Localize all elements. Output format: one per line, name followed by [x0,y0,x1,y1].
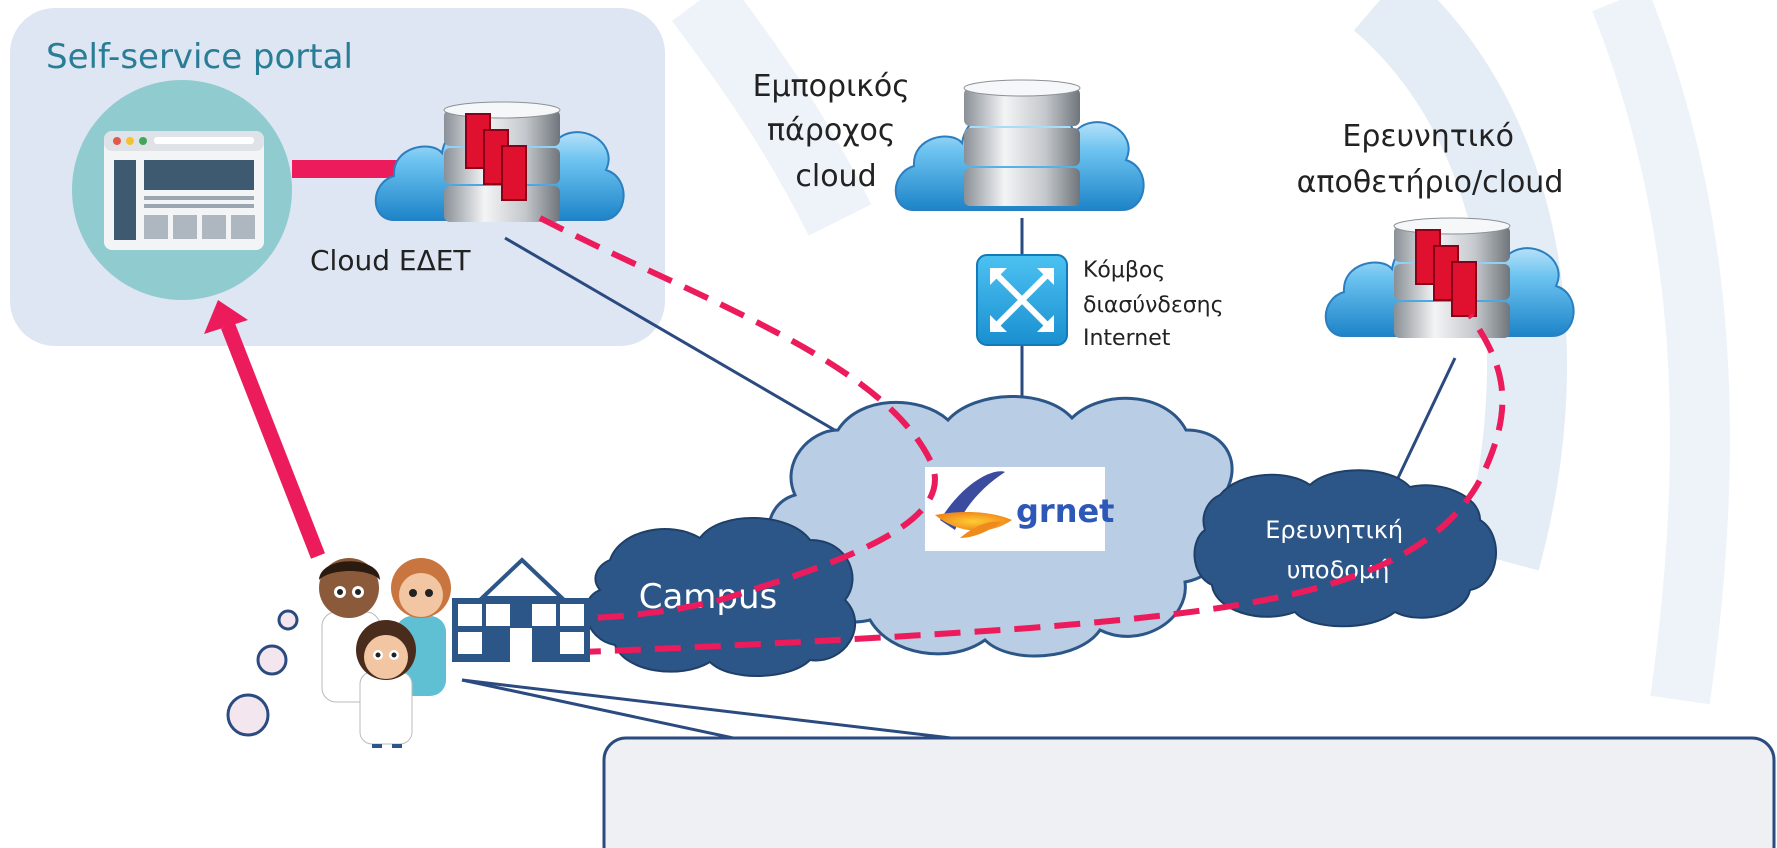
commercial-cloud-icon [894,79,1145,211]
thought-bubbles [226,609,299,737]
switch-label: Κόμβος διασύνδεσης Internet [1083,258,1231,351]
portal-title: Self-service portal [46,37,353,77]
researchers-icon [319,558,451,748]
network-switch-icon [976,254,1068,346]
browser-window-icon [72,80,292,300]
grnet-logo: grnet [925,467,1114,551]
edet-cloud-label: Cloud ΕΔΕΤ [310,244,471,277]
background-decoration [671,0,1730,705]
university-building-icon [452,557,590,662]
grnet-logo-text: grnet [1016,492,1114,530]
commercial-cloud-label: Εμπορικός πάροχος cloud [753,69,920,194]
edet-cloud-icon [374,101,625,222]
speech-bubble [602,736,1776,848]
network-links [461,236,1457,747]
research-repo-cloud-icon [1324,217,1575,338]
users-to-portal-arrow [204,300,325,559]
data-flow-paths [454,215,1506,659]
self-service-portal-panel: Self-service portal [10,8,665,346]
research-repo-label: Ερευνητικό αποθετήριο/cloud [1297,119,1564,200]
research-infra-cloud: Ερευνητική υποδομή [1193,469,1497,628]
